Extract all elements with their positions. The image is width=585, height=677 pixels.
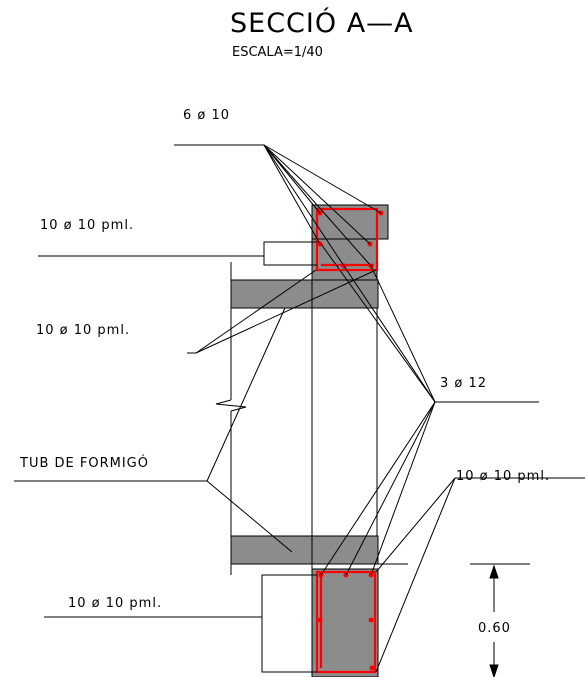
- drawing-scale: ESCALA=1/40: [232, 45, 323, 60]
- stirrup-bottom-cage: [315, 570, 377, 674]
- lower-slab: [230, 535, 379, 565]
- leader-top-bars: [174, 144, 382, 267]
- top-beam: [311, 204, 389, 240]
- leader-stirrup-right: [375, 477, 585, 673]
- label-stirrup-bottom: 10 ø 10 pml.: [68, 596, 163, 611]
- label-main-bars: 3 ø 12: [440, 376, 488, 391]
- label-stirrup-top: 10 ø 10 pml.: [40, 218, 135, 233]
- leader-main-bars: [320, 243, 539, 576]
- leader-tube: [14, 307, 293, 553]
- leader-stirrup-top: [38, 241, 317, 266]
- drawing-title: SECCIÓ A—A: [230, 8, 414, 39]
- label-top-bars: 6 ø 10: [183, 108, 231, 123]
- leader-stirrup-bottom: [44, 574, 317, 673]
- label-dimension: 0.60: [478, 621, 511, 636]
- dimension-0-60: [470, 563, 530, 677]
- label-stirrup-right: 10 ø 10 pml.: [456, 469, 551, 484]
- leader-stirrup-mid: [187, 269, 377, 354]
- label-stirrup-mid: 10 ø 10 pml.: [36, 323, 131, 338]
- upper-wall: [311, 238, 378, 281]
- bottom-wall: [311, 568, 379, 677]
- label-tube: TUB DE FORMIGÓ: [20, 456, 149, 471]
